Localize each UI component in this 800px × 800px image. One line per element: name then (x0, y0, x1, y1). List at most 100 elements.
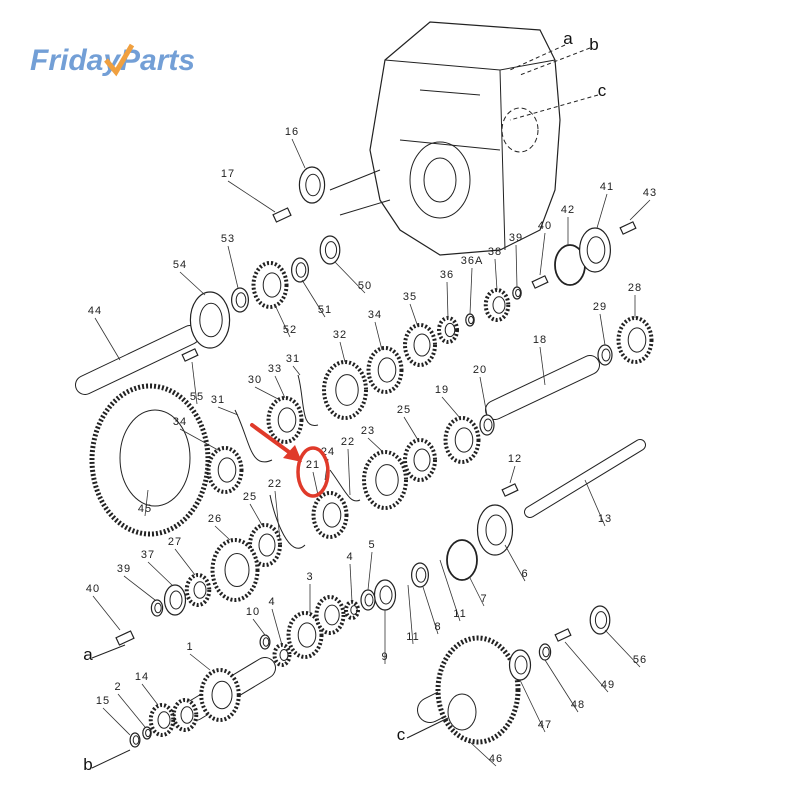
part-label-34: 34 (368, 309, 382, 321)
bolt (531, 275, 549, 289)
leader-line (117, 693, 146, 728)
ring-inner (324, 241, 338, 259)
gear (199, 668, 241, 722)
gear (314, 595, 346, 635)
ring-inner (379, 585, 393, 605)
leader-line (367, 551, 373, 591)
part-label-45: 45 (138, 503, 152, 515)
leader-line (274, 375, 286, 399)
shaft-body (76, 326, 199, 394)
reference-label-b: b (589, 35, 598, 54)
gear (206, 446, 244, 494)
ring-inner (586, 236, 606, 264)
gear (362, 450, 408, 510)
part-label-47: 47 (538, 719, 552, 731)
gear-46 (435, 635, 521, 745)
leader-line (141, 683, 159, 706)
leader-line (539, 232, 546, 276)
highlight-circle (296, 446, 330, 498)
leader-line (274, 490, 281, 541)
leader-line (227, 180, 276, 213)
ring-inner (295, 262, 307, 278)
part-label-53: 53 (221, 233, 235, 245)
part-label-34: 34 (173, 416, 187, 428)
part-label-40: 40 (86, 583, 100, 595)
part-label-46: 46 (489, 753, 503, 765)
reference-line (406, 717, 449, 739)
leader-line (189, 653, 211, 671)
leader-line (403, 416, 419, 441)
part-label-14: 14 (135, 671, 149, 683)
leader-line (504, 544, 526, 582)
gear-46-hub (447, 693, 477, 731)
leader-line (519, 679, 546, 733)
housing-bore-inner (423, 157, 457, 203)
gear (148, 703, 176, 737)
reference-line (91, 644, 126, 659)
part-label-31: 31 (211, 394, 225, 406)
leader-line (339, 341, 346, 363)
leader-line (92, 595, 121, 631)
leader-line (469, 741, 497, 767)
arrowhead-icon (283, 445, 302, 462)
gear-bore (413, 333, 431, 357)
part-label-5: 5 (368, 539, 375, 551)
part-label-25: 25 (243, 491, 257, 503)
reference-label-c: c (598, 81, 607, 100)
ring-inner (483, 418, 493, 432)
leader-line (271, 608, 283, 646)
part-label-48: 48 (571, 699, 585, 711)
gear-bore (258, 533, 276, 557)
gear-bore (350, 605, 358, 615)
leader-line (441, 396, 461, 419)
gear-bore (224, 553, 250, 587)
part-label-36: 36 (440, 269, 454, 281)
part-label-39: 39 (509, 232, 523, 244)
ring (578, 227, 611, 273)
part-label-11: 11 (406, 631, 419, 643)
gear-bore (377, 357, 397, 383)
gear-bore (444, 322, 456, 338)
gear-bore (413, 448, 431, 472)
part-label-12: 12 (508, 453, 522, 465)
gear (251, 261, 289, 309)
reference-label-a: a (83, 645, 93, 664)
part-label-6: 6 (521, 568, 528, 580)
part-label-51: 51 (318, 304, 332, 316)
leader-line (374, 321, 383, 351)
part-label-50: 50 (358, 280, 372, 292)
part-label-38: 38 (488, 246, 502, 258)
part-label-10: 10 (246, 606, 260, 618)
gear (403, 438, 437, 482)
leader-line (147, 561, 173, 586)
leader-line (312, 471, 319, 496)
part-label-30: 30 (248, 374, 262, 386)
part-label-4: 4 (268, 596, 275, 608)
part-label-35: 35 (403, 291, 417, 303)
part-label-7: 7 (480, 593, 487, 605)
leader-line (446, 281, 449, 319)
gear (248, 523, 282, 567)
leader-line (214, 525, 231, 541)
ring (589, 605, 611, 635)
gear-bore (454, 427, 474, 453)
part-label-42: 42 (561, 204, 575, 216)
snap-springs (234, 374, 361, 549)
gear-bore (297, 622, 317, 648)
gear-bore (211, 680, 233, 710)
gear-bore (262, 272, 282, 298)
bolt (554, 628, 572, 642)
reference-label-c: c (397, 725, 406, 744)
gear-bore (324, 604, 340, 626)
highlight-arrow (250, 423, 295, 457)
part-label-39: 39 (117, 563, 131, 575)
leader-line (544, 659, 579, 713)
gear-bore (627, 327, 647, 353)
part-label-9: 9 (381, 651, 388, 663)
part-label-27: 27 (168, 536, 182, 548)
ring-inner (415, 567, 427, 583)
part-label-16: 16 (285, 126, 299, 138)
leader-line (301, 279, 326, 318)
bolt (181, 348, 199, 362)
